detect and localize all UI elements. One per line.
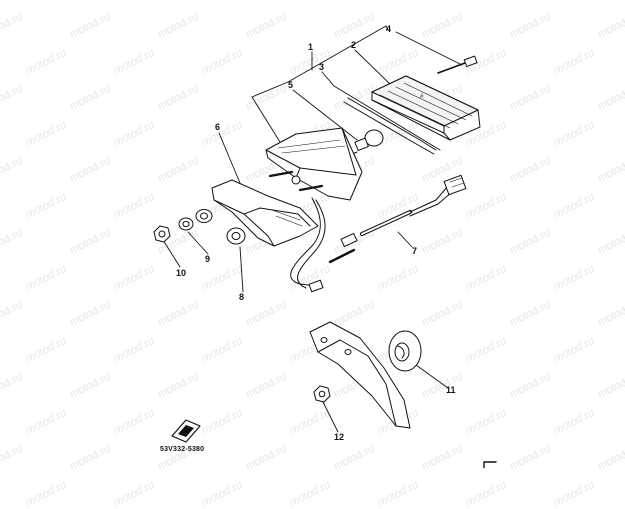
- nut-part-10: [153, 225, 171, 243]
- reflector-part-11: [388, 330, 422, 372]
- callout-7: 7: [412, 246, 418, 256]
- watermark-text: motod.ru: [112, 478, 157, 509]
- tail-lens-part-2: #: [371, 75, 481, 141]
- callout-4: 4: [386, 24, 392, 34]
- corner-mark: [483, 461, 497, 468]
- callout-1: 1: [308, 42, 314, 52]
- callout-3: 3: [319, 62, 325, 72]
- wire-harness-part-7: [290, 174, 467, 293]
- leader-10: [162, 239, 181, 268]
- leader-7: [397, 231, 413, 248]
- watermark-text: motod.ru: [24, 478, 69, 509]
- leader-9: [187, 231, 209, 255]
- callout-5: 5: [288, 80, 294, 90]
- callout-11: 11: [446, 385, 456, 395]
- grommet-part-8: [226, 227, 246, 245]
- leader-4: [395, 31, 463, 66]
- leader-1-bracket: [251, 25, 389, 98]
- watermark-text: motod.ru: [464, 478, 509, 509]
- leader-12: [322, 401, 339, 433]
- nut-part-12: [313, 385, 331, 403]
- callout-12: 12: [334, 432, 345, 442]
- front-arrow-badge: [171, 419, 201, 443]
- watermark-text: motod.ru: [376, 478, 421, 509]
- screw-part-4: [437, 55, 478, 74]
- leader-2: [354, 49, 393, 87]
- watermark-text: motod.ru: [552, 478, 597, 509]
- callout-10: 10: [176, 268, 187, 278]
- watermark-text: motod.ru: [288, 478, 333, 509]
- housing-part-1: [265, 127, 363, 201]
- watermark-text: motod.ru: [200, 478, 245, 509]
- leader-6: [218, 132, 241, 184]
- license-bracket: [309, 321, 411, 429]
- callout-8: 8: [239, 292, 245, 302]
- callout-2: 2: [351, 40, 357, 50]
- exploded-parts-diagram: #: [153, 25, 497, 468]
- leader-3: [321, 71, 441, 151]
- bulb-part-5: [351, 129, 384, 155]
- callout-6: 6: [215, 122, 221, 132]
- leader-5: [292, 89, 358, 141]
- svg-text:#: #: [420, 94, 424, 100]
- gasket-part-3: [343, 97, 437, 155]
- leader-1-to-housing: [251, 96, 281, 143]
- collar-part-9: [178, 209, 213, 231]
- callout-9: 9: [205, 254, 211, 264]
- leader-8: [239, 246, 244, 293]
- bracket-part-6: [211, 179, 319, 247]
- part-code: 53V332-5380: [160, 446, 205, 453]
